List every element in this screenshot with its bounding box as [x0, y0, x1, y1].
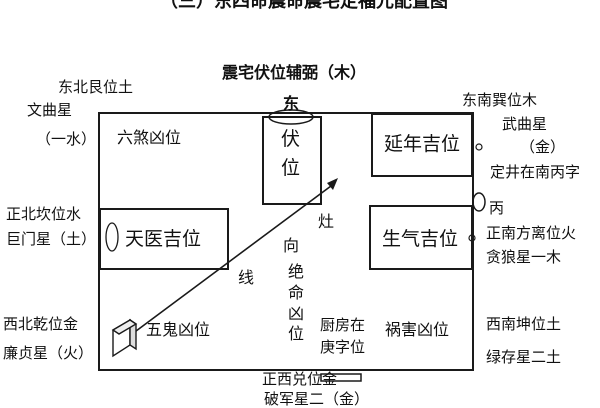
room-tianyi: 天医吉位 [125, 228, 202, 250]
bing-label: 丙 [489, 199, 505, 217]
room-fuwei-text: 伏位 [281, 128, 301, 179]
northeast-label-3: （一水） [36, 130, 97, 148]
yannian-room-box [371, 113, 473, 177]
east-label: 东 [283, 94, 300, 113]
north-label-1: 正北坎位水 [6, 205, 82, 223]
line-label: 线 [238, 268, 255, 287]
arrow-head-icon [327, 178, 338, 190]
southwest-label-1: 西南坤位土 [486, 315, 562, 333]
top-title: （三）东四命震命震宅定福元配置图 [160, 0, 448, 12]
southwest-label-2: 绿存星二土 [486, 348, 562, 366]
northwest-label-1: 西北乾位金 [3, 315, 79, 333]
stove-label: 灶 [318, 212, 335, 231]
shengqi-room-box [369, 205, 473, 270]
room-liusha: 六煞凶位 [117, 128, 182, 147]
kitchen-label-1: 厨房在 [320, 316, 366, 334]
sub-title: 震宅伏位辅弼（木） [222, 63, 367, 82]
southeast-label-1: 东南巽位木 [462, 91, 538, 109]
tianyi-room-box [99, 208, 229, 270]
room-shengqi: 生气吉位 [382, 228, 459, 250]
room-huohai: 祸害凶位 [385, 320, 450, 339]
door-marker-west [320, 373, 362, 382]
well-note: 定井在南丙字 [490, 163, 581, 181]
northeast-label-2: 文曲星 [27, 101, 73, 119]
northwest-label-2: 廉贞星（火） [3, 344, 94, 362]
southeast-label-2: 武曲星 [502, 115, 548, 133]
dot-marker-yannian [475, 143, 483, 151]
kitchen-label-2: 庚字位 [320, 338, 366, 356]
door-marker-north [105, 222, 119, 252]
south-label-1: 正南方离位火 [486, 224, 577, 242]
direction-label: 向 [283, 236, 300, 255]
room-wugui: 五鬼凶位 [146, 320, 211, 339]
north-label-2: 巨门星（土） [6, 230, 97, 248]
south-label-2: 贪狼星一木 [486, 248, 562, 266]
stove-box-icon [111, 318, 138, 358]
room-yannian: 延年吉位 [384, 133, 461, 155]
northeast-label-1: 东北艮位土 [58, 78, 134, 96]
southeast-label-3: （金） [520, 138, 566, 156]
room-jueming-text: 绝命凶位 [288, 262, 305, 344]
well-marker [472, 192, 486, 212]
room-jueming: 绝命凶位 [288, 262, 304, 345]
room-fuwei: 伏位 [281, 125, 300, 182]
stove-direction-line [127, 182, 336, 338]
fuwei-room-box [262, 116, 322, 205]
west-label-1: 正西兑位金 [262, 370, 338, 388]
